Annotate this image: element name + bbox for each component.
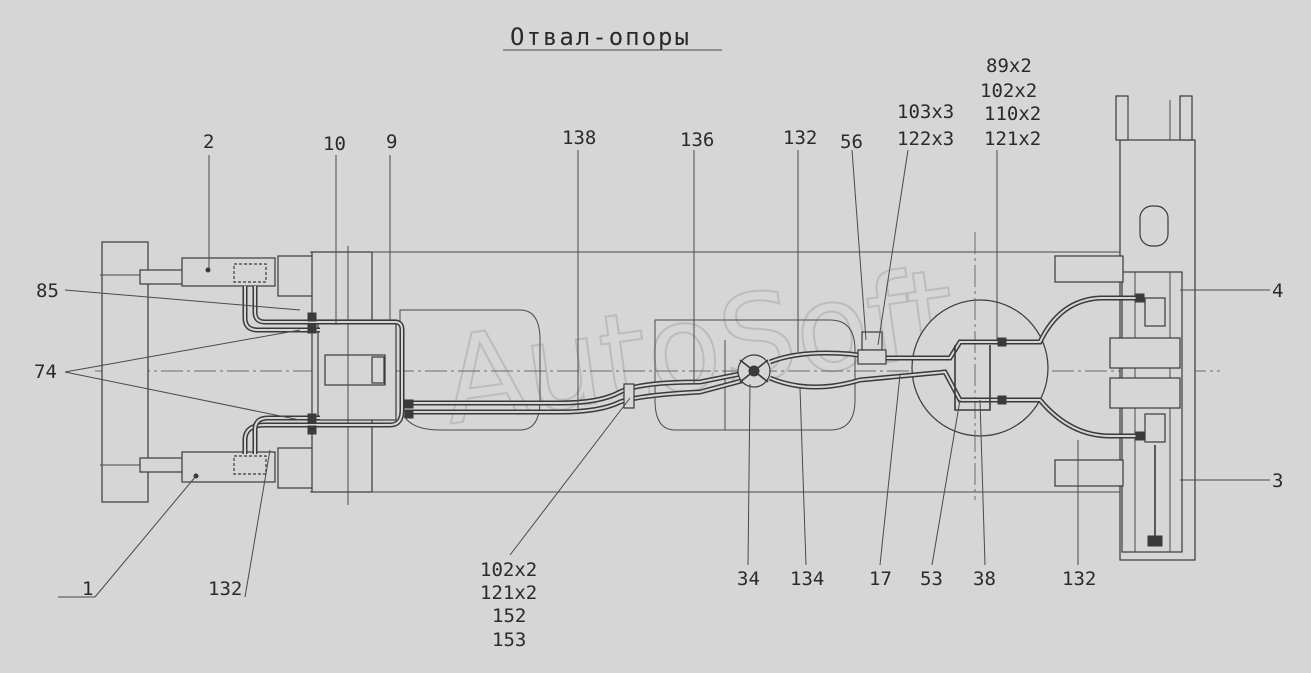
right-frame [1054, 95, 1196, 561]
cylinder-lower [139, 451, 276, 483]
callout-4: 4 [1272, 280, 1283, 302]
callout-132-left: 132 [208, 578, 242, 600]
callout-56: 56 [840, 131, 863, 153]
callout-74: 74 [34, 361, 57, 383]
mount-block [277, 246, 397, 505]
cylinder-upper [139, 257, 276, 287]
callout-134: 134 [790, 568, 824, 590]
callout-34: 34 [737, 568, 760, 590]
callout-132-top: 132 [783, 127, 817, 149]
callout-85: 85 [36, 280, 59, 302]
callout-group-mid-2: 122x3 [897, 128, 954, 150]
callout-group-right-4: 121x2 [984, 128, 1041, 150]
callout-group-right-2: 102x2 [980, 80, 1037, 102]
callout-1: 1 [82, 578, 93, 600]
callout-group-left-4: 153 [492, 629, 526, 651]
watermark: AutoSoft [434, 243, 964, 452]
callout-138: 138 [562, 127, 596, 149]
callout-group-right-3: 110x2 [984, 103, 1041, 125]
callout-group-left-2: 121x2 [480, 582, 537, 604]
callout-group-right-1: 89x2 [986, 55, 1032, 77]
callout-2: 2 [203, 131, 214, 153]
diagram-title: Отвал-опоры [510, 23, 691, 51]
callout-10: 10 [323, 133, 346, 155]
clamp [623, 383, 635, 409]
fittings [307, 293, 1145, 441]
callout-38: 38 [973, 568, 996, 590]
leader-lines [58, 149, 1270, 598]
callout-17: 17 [869, 568, 892, 590]
valve-block [857, 331, 887, 365]
callout-136: 136 [680, 129, 714, 151]
callout-group-left-1: 102x2 [480, 559, 537, 581]
callout-9: 9 [386, 131, 397, 153]
callout-group-mid-1: 103x3 [897, 101, 954, 123]
callout-132-right: 132 [1062, 568, 1096, 590]
callout-53: 53 [920, 568, 943, 590]
callout-3: 3 [1272, 470, 1283, 492]
callout-group-left-3: 152 [492, 605, 526, 627]
distributor [737, 354, 771, 388]
